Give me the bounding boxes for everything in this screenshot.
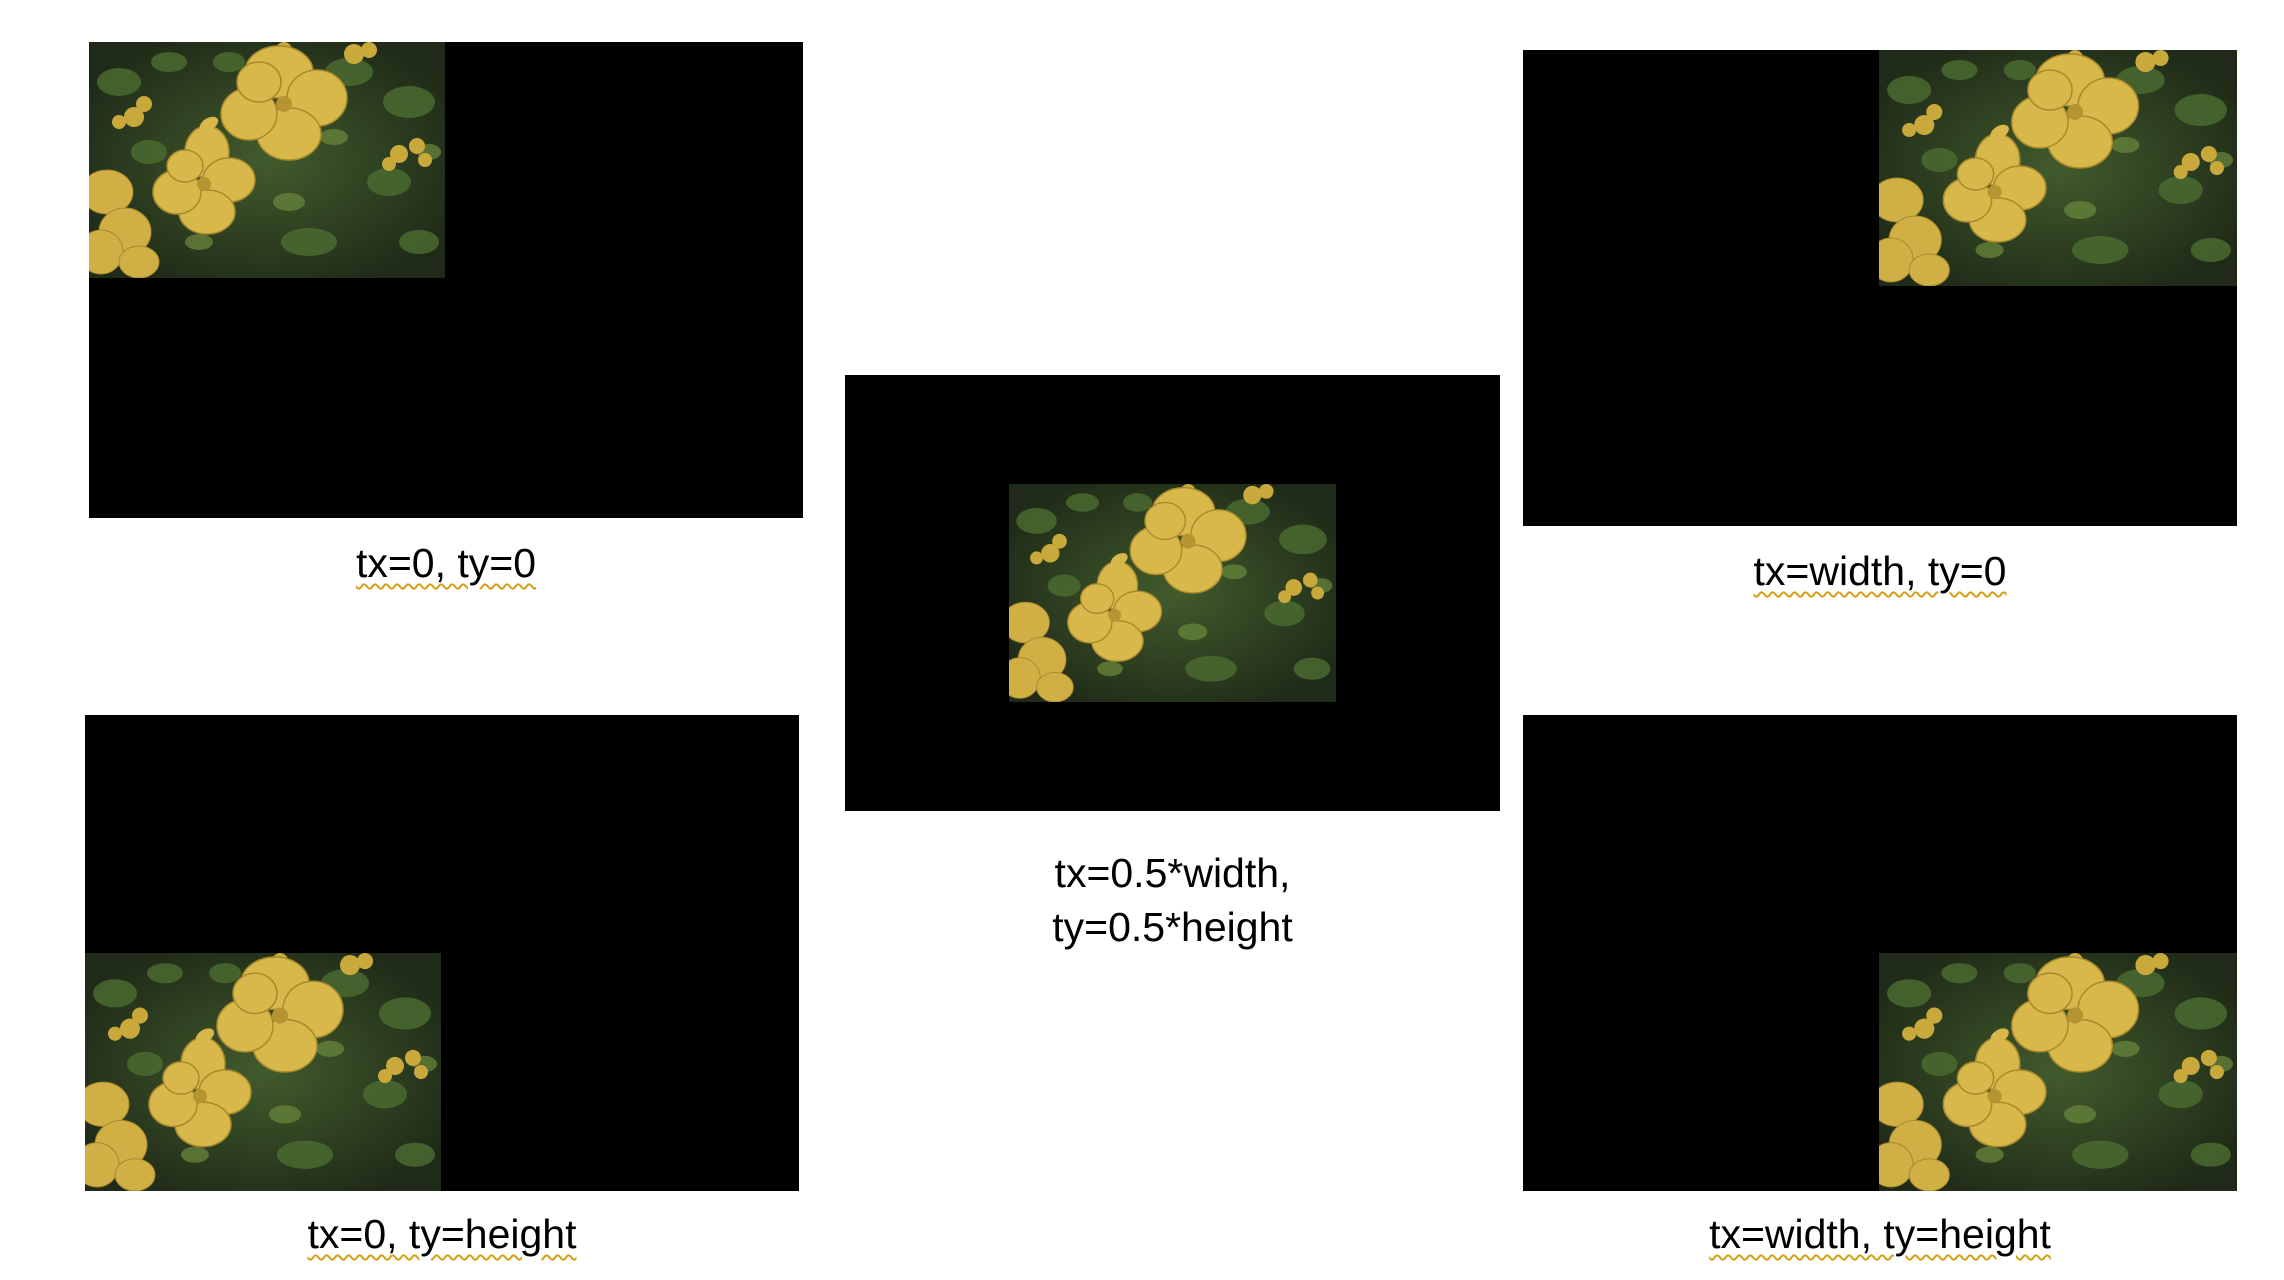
- flower-image: [1009, 484, 1336, 702]
- flower-image: [85, 953, 441, 1191]
- flower-image: [89, 42, 445, 278]
- caption-bottom-right: tx=width, ty=height: [1523, 1207, 2237, 1261]
- panel-top-right: [1523, 50, 2237, 526]
- caption-top-left-text: tx=0, ty=0: [355, 540, 537, 586]
- caption-top-right: tx=width, ty=0: [1523, 544, 2237, 598]
- panel-center: [845, 375, 1500, 811]
- flower-image: [1879, 953, 2237, 1191]
- flower-image: [1879, 50, 2237, 286]
- caption-top-right-text: tx=width, ty=0: [1753, 548, 2007, 594]
- caption-center-line-1: tx=0.5*width,: [1054, 850, 1291, 896]
- panel-top-left: [89, 42, 803, 518]
- caption-bottom-left: tx=0, ty=height: [85, 1207, 799, 1261]
- caption-center: tx=0.5*width, ty=0.5*height: [845, 846, 1500, 954]
- caption-center-line-2: ty=0.5*height: [1052, 904, 1293, 950]
- caption-bottom-right-text: tx=width, ty=height: [1709, 1211, 2051, 1257]
- caption-top-left: tx=0, ty=0: [89, 536, 803, 590]
- panel-bottom-right: [1523, 715, 2237, 1191]
- caption-bottom-left-text: tx=0, ty=height: [307, 1211, 577, 1257]
- panel-bottom-left: [85, 715, 799, 1191]
